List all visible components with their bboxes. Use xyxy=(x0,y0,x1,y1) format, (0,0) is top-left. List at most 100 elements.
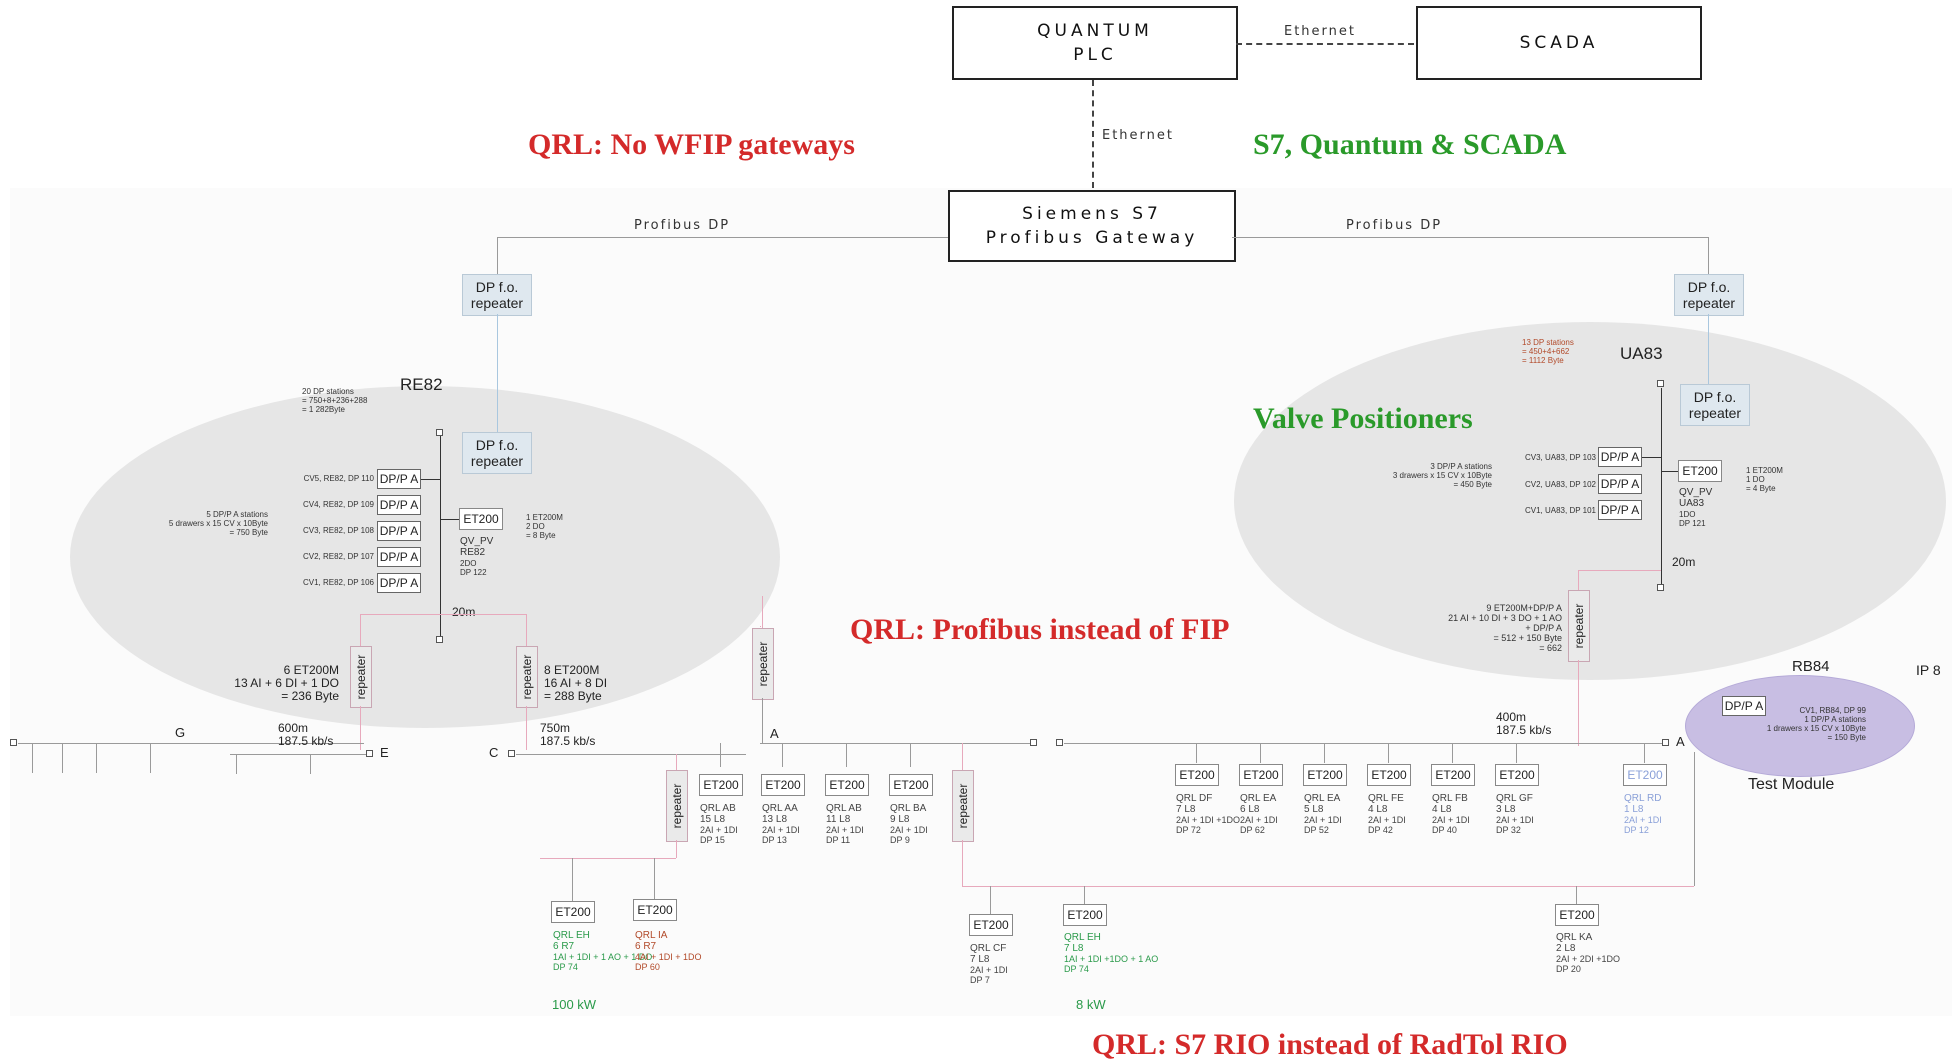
right-drop-0 xyxy=(1196,743,1197,763)
lower-left-repeater: repeater xyxy=(666,770,688,842)
ua83-et200: ET200 xyxy=(1678,460,1722,482)
re82-cv1-dppa: DP/P A xyxy=(377,573,421,593)
lower-mid-drop-2 xyxy=(1576,886,1577,904)
re82-qv-pv: QV_PV RE82 xyxy=(460,536,494,558)
re82-dppa-tie xyxy=(421,479,440,480)
bus-600m: 600m 187.5 kb/s xyxy=(278,721,334,748)
bus-750m: 750m 187.5 kb/s xyxy=(540,721,596,748)
mid-station-2-label: QRL AB 11 L8 2AI + 1DI DP 11 xyxy=(826,803,864,846)
profibus-instead-note: QRL: Profibus instead of FIP xyxy=(850,613,1230,646)
scada-box: SCADA xyxy=(1416,6,1702,80)
ua83-qv-pv-small: 1DO DP 121 xyxy=(1679,510,1706,528)
mid-drop-2 xyxy=(846,743,847,767)
bottom-station-3-label: QRL EH 7 L8 1AI + 1DI +1DO + 1 AO DP 74 xyxy=(1064,932,1159,975)
mid-drop-3 xyxy=(910,743,911,767)
right-et200-4: ET200 xyxy=(1431,764,1475,786)
ua83-branch-drop xyxy=(1578,570,1579,590)
re82-et200: ET200 xyxy=(459,508,503,530)
ua83-stations-info: 13 DP stations = 450+4+662 = 1112 Byte xyxy=(1522,338,1574,365)
s7-quantum-note: S7, Quantum & SCADA xyxy=(1253,128,1567,161)
ua83-qv-pv: QV_PV UA83 xyxy=(1679,487,1713,509)
bottom-et200-2: ET200 xyxy=(969,914,1013,936)
lower-left-drop-0 xyxy=(572,858,573,902)
lower-left-repeater-up xyxy=(676,754,677,770)
mid-station-1-label: QRL AA 13 L8 2AI + 1DI DP 13 xyxy=(762,803,800,846)
bus-line-mid xyxy=(760,743,1032,744)
ua83-branch-line xyxy=(1578,570,1661,571)
bottom-et200-3: ET200 xyxy=(1063,904,1107,926)
bus-label-e: E xyxy=(380,745,389,760)
no-wfip-note: QRL: No WFIP gateways xyxy=(528,128,855,161)
ua83-cv1-dppa: DP/P A xyxy=(1598,500,1642,520)
profibus-drop-right xyxy=(1708,237,1709,274)
right-et200-6: ET200 xyxy=(1623,764,1667,786)
re82-20m: 20m xyxy=(452,605,476,619)
right-et200-3: ET200 xyxy=(1367,764,1411,786)
right-station-5-label: QRL GF 3 L8 2AI + 1DI DP 32 xyxy=(1496,793,1534,836)
bus-label-c: C xyxy=(489,745,499,760)
lower-left-drop-1 xyxy=(654,858,655,900)
right-station-4-label: QRL FB 4 L8 2AI + 1DI DP 40 xyxy=(1432,793,1470,836)
mid-drop-1 xyxy=(782,743,783,767)
right-drop-4 xyxy=(1452,743,1453,763)
a-repeater-down xyxy=(762,698,763,743)
ua83-cv3-label: CV3, UA83, DP 103 xyxy=(1524,453,1596,462)
test-module-zone xyxy=(1685,675,1915,777)
re82-cv5-dppa: DP/P A xyxy=(377,469,421,489)
mid-et200-0: ET200 xyxy=(699,774,743,796)
rb84-info: CV1, RB84, DP 99 1 DP/P A stations 1 dra… xyxy=(1766,706,1866,742)
re82-fiber-line xyxy=(497,314,498,432)
a-branch-top xyxy=(760,626,761,627)
bus-tick-2 xyxy=(62,743,63,773)
ethernet-label-v: Ethernet xyxy=(1102,128,1174,143)
profibus-label-left: Profibus DP xyxy=(634,218,731,233)
a-repeater: repeater xyxy=(752,628,774,700)
re82-cv5-label: CV5, RE82, DP 110 xyxy=(303,474,374,483)
ua83-inner-repeater: DP f.o. repeater xyxy=(1680,384,1750,426)
bottom-station-0-label: QRL EH 6 R7 1AI + 1DI + 1 AO + 1 DO DP 7… xyxy=(553,930,653,973)
profibus-label-right: Profibus DP xyxy=(1346,218,1443,233)
bus-node-right-a xyxy=(1662,739,1669,746)
ethernet-link-v xyxy=(1092,80,1094,188)
lower-mid-bus xyxy=(962,886,1694,887)
re82-cv4-dppa: DP/P A xyxy=(377,495,421,515)
right-station-1-label: QRL EA 6 L8 2AI + 1DI DP 62 xyxy=(1240,793,1278,836)
ua83-et200-info: 1 ET200M 1 DO = 4 Byte xyxy=(1746,466,1783,493)
bus-node-mid-2 xyxy=(1056,739,1063,746)
re82-spine xyxy=(440,436,441,636)
bus-node-e xyxy=(366,750,373,757)
bus-line-e xyxy=(230,754,366,755)
re82-cv3-label: CV3, RE82, DP 108 xyxy=(302,526,374,535)
re82-node-top xyxy=(436,429,443,436)
right-station-0-label: QRL DF 7 L8 2AI + 1DI +1DO DP 72 xyxy=(1176,793,1241,836)
re82-title: RE82 xyxy=(400,375,443,394)
right-drop-5 xyxy=(1516,743,1517,763)
bus-line-c xyxy=(516,754,746,755)
valve-positioners-note: Valve Positioners xyxy=(1253,402,1473,435)
profibus-drop-left xyxy=(497,237,498,274)
bus-line-right xyxy=(1064,743,1662,744)
bus-line-g xyxy=(18,743,364,744)
profibus-line-right xyxy=(1232,237,1708,238)
lower-left-bus xyxy=(540,858,676,859)
bus-tick-5 xyxy=(236,754,237,774)
right-station-3-label: QRL FE 4 L8 2AI + 1DI DP 42 xyxy=(1368,793,1406,836)
gateway-box: Siemens S7 Profibus Gateway xyxy=(948,190,1236,262)
right-drop-6 xyxy=(1644,743,1645,763)
re82-stations-info: 20 DP stations = 750+8+236+288 = 1 282By… xyxy=(302,387,368,414)
re82-branch-right xyxy=(526,614,527,646)
ua83-node-top xyxy=(1657,380,1664,387)
bottom-et200-0: ET200 xyxy=(551,901,595,923)
bus-label-a-left: A xyxy=(770,726,779,741)
mid-et200-3: ET200 xyxy=(889,774,933,796)
ua83-cv3-dppa: DP/P A xyxy=(1598,447,1642,467)
bus-node-mid-1 xyxy=(1030,739,1037,746)
re82-node-bottom xyxy=(436,636,443,643)
right-drop-3 xyxy=(1388,743,1389,763)
lower-mid-drop-1 xyxy=(1084,886,1085,904)
lower-mid-repeater-down xyxy=(962,840,963,886)
ua83-branch-info: 9 ET200M+DP/P A 21 AI + 10 DI + 3 DO + 1… xyxy=(1448,603,1562,653)
a-repeater-up xyxy=(762,596,763,628)
re82-cv4-label: CV4, RE82, DP 109 xyxy=(302,500,374,509)
